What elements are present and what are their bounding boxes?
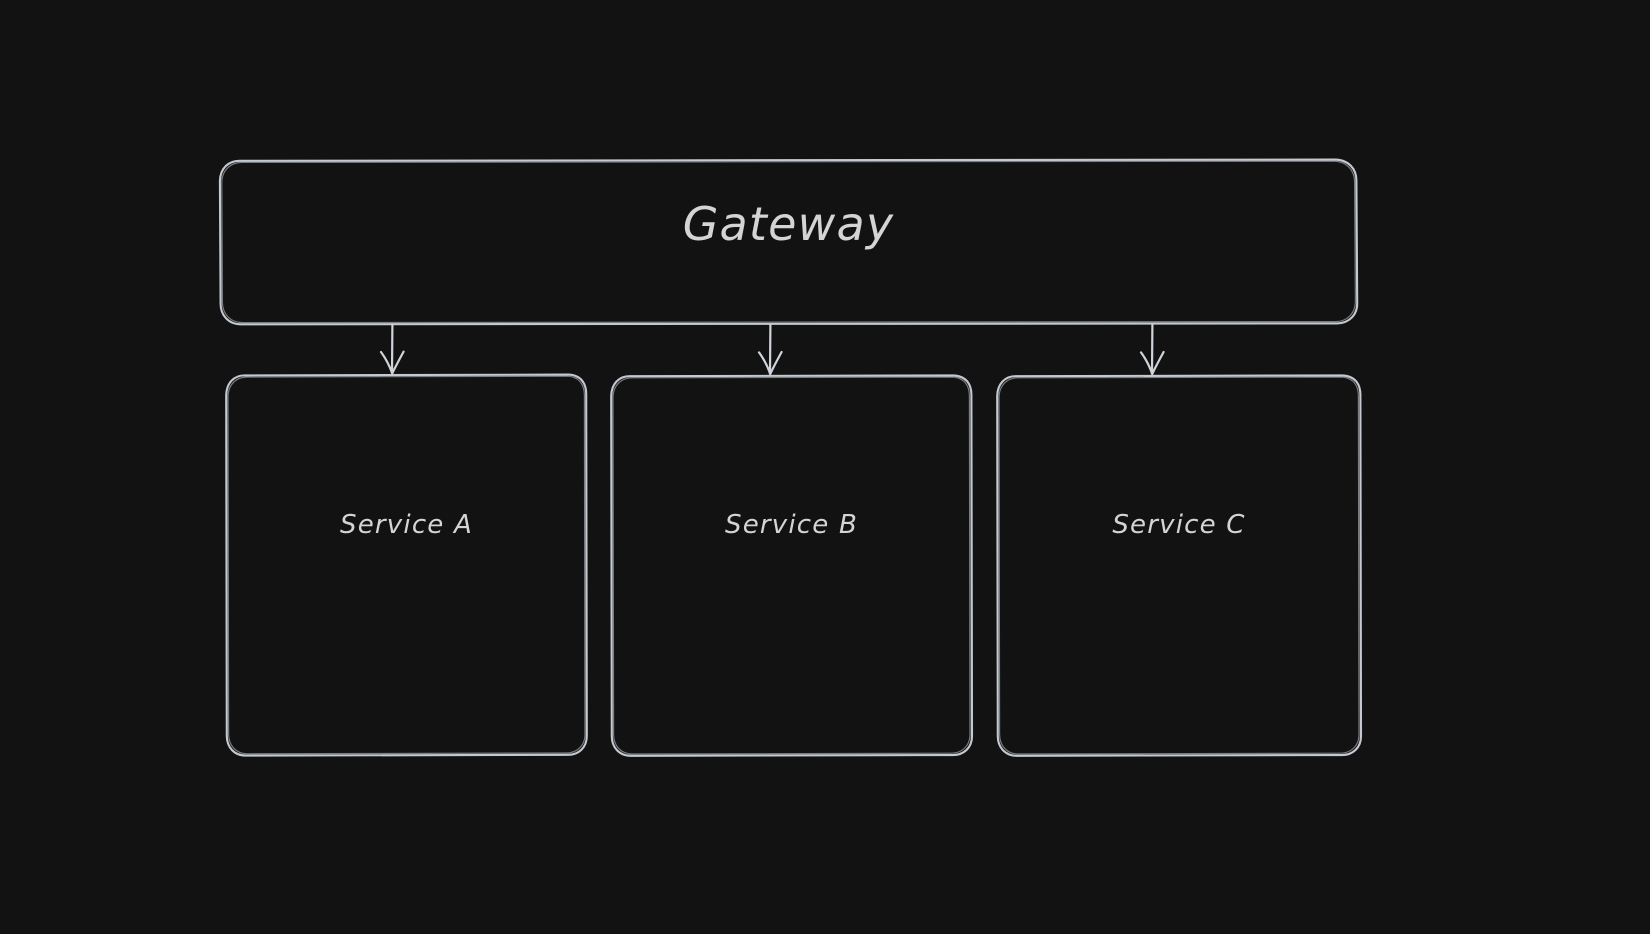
edge-gateway-to-service-b-hit[interactable] (756, 324, 784, 374)
gateway-node-label: Gateway (682, 197, 895, 251)
service-a-node[interactable] (227, 375, 586, 755)
service-c-node-label: Service C (1112, 510, 1246, 540)
service-b-node[interactable] (612, 376, 971, 755)
edge-gateway-to-service-c-hit[interactable] (1138, 324, 1166, 374)
service-c-node[interactable] (998, 376, 1360, 755)
edge-gateway-to-service-a-hit[interactable] (378, 324, 406, 374)
service-a-node-label: Service A (340, 510, 473, 540)
service-b-node-label: Service B (725, 510, 858, 540)
